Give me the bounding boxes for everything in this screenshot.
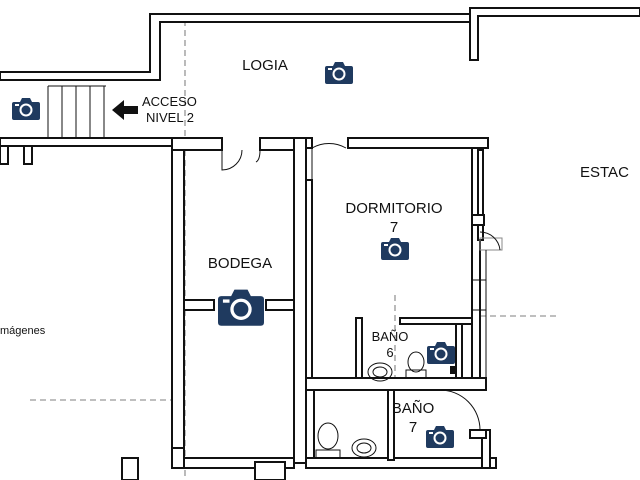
camera-icon-bano-6[interactable] [427, 342, 455, 364]
label-bano-6-number: 6 [386, 345, 393, 360]
camera-icon-dormitorio[interactable] [381, 238, 409, 260]
stair [48, 85, 106, 139]
doors [221, 142, 503, 431]
label-bano-7-number: 7 [409, 419, 417, 436]
sink-bano7 [351, 438, 377, 458]
label-acceso: ACCESO [142, 94, 197, 109]
camera-icon-bodega[interactable] [218, 289, 264, 326]
label-bano-6: BAÑO [372, 329, 409, 344]
arrow-left-icon [112, 100, 138, 120]
toilet-bano6 [405, 369, 427, 379]
walls [0, 7, 640, 480]
labels: LOGIA ACCESO NIVEL 2 DORMITORIO 7 BODEGA… [0, 57, 629, 436]
label-dormitorio: DORMITORIO [345, 200, 442, 217]
label-bodega: BODEGA [208, 255, 272, 272]
label-logia: LOGIA [242, 57, 288, 74]
fixtures [315, 351, 456, 459]
sink-bano6 [367, 362, 393, 382]
label-estac: ESTAC [580, 164, 629, 181]
camera-icon-acceso[interactable] [12, 98, 40, 120]
camera-icon-logia[interactable] [325, 62, 353, 84]
label-bano-7: BAÑO [392, 400, 435, 417]
label-nivel-2: NIVEL 2 [146, 110, 194, 125]
label-imagenes: mágenes [0, 325, 46, 337]
toilet-bano7 [315, 449, 341, 459]
label-dormitorio-number: 7 [390, 219, 398, 236]
camera-icon-bano-7[interactable] [426, 426, 454, 448]
